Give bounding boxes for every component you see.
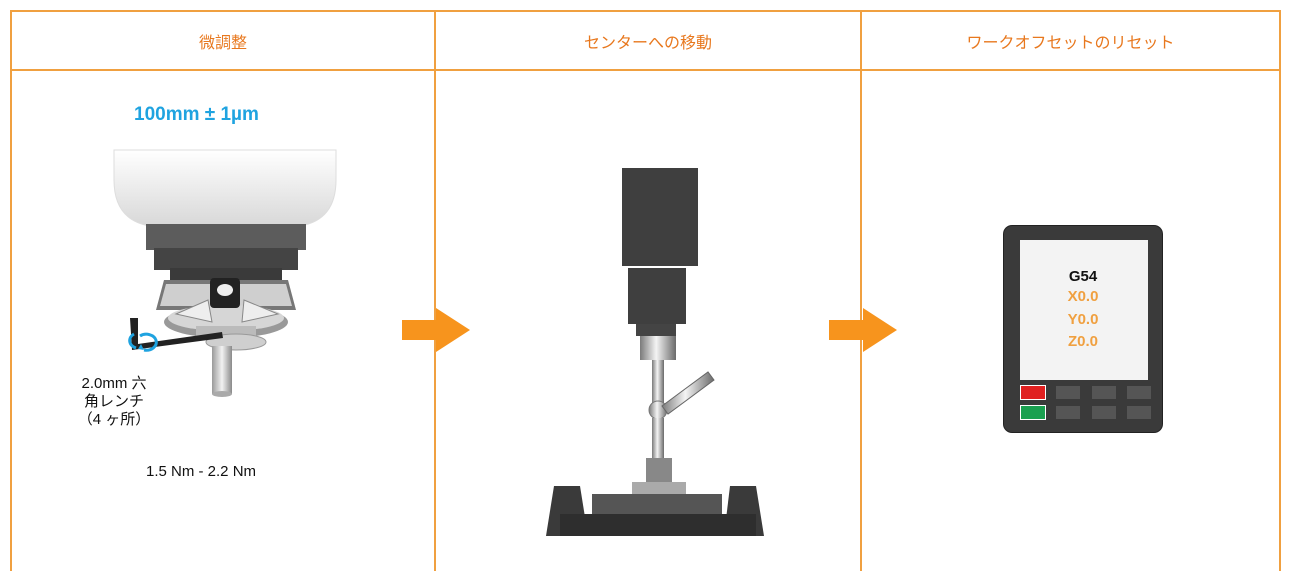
arrow-right-icon — [402, 308, 470, 352]
arrow-right-icon — [829, 308, 897, 352]
pendant-key — [1127, 386, 1151, 399]
wrench-label-line-1: 2.0mm 六 — [81, 375, 147, 392]
panel-header-move-to-center: センターへの移動 — [583, 34, 712, 52]
panel-divider-1 — [434, 10, 436, 571]
pendant-key — [1092, 386, 1116, 399]
pendant-key — [1127, 406, 1151, 419]
header-divider — [10, 69, 1281, 71]
pendant-key — [1056, 406, 1080, 419]
red-button — [1020, 385, 1046, 400]
green-button — [1020, 405, 1046, 420]
wrench-label-line-2: 角レンチ — [83, 393, 144, 410]
panel-header-fine-adjust: 微調整 — [198, 34, 247, 52]
panel-header-reset-offset: ワークオフセットのリセット — [966, 34, 1175, 52]
spindle-holder-illustration — [113, 149, 337, 397]
control-pendant — [1004, 226, 1162, 432]
offset-y-value: Y0.0 — [1067, 311, 1099, 328]
pendant-screen — [1020, 240, 1148, 380]
torque-label: 1.5 Nm - 2.2 Nm — [146, 463, 257, 480]
offset-x-value: X0.0 — [1067, 288, 1099, 305]
spec-label: 100mm ± 1µm — [134, 104, 259, 125]
pendant-key — [1056, 386, 1080, 399]
wrench-label-line-3: （4 ヶ所） — [77, 411, 151, 428]
indicator-stand-illustration — [546, 168, 764, 536]
diagram-frame — [10, 10, 1281, 571]
offset-title: G54 — [1068, 268, 1098, 285]
wrench-label: 2.0mm 六 角レンチ （4 ヶ所） — [74, 375, 154, 429]
offset-z-value: Z0.0 — [1067, 333, 1098, 350]
pendant-key — [1092, 406, 1116, 419]
panel-divider-2 — [860, 10, 862, 571]
